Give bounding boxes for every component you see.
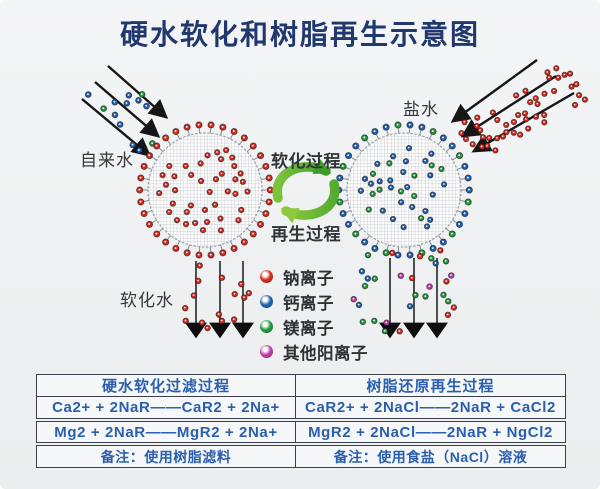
cycle-arrows: [272, 158, 340, 224]
sodium-ion-swatch: [260, 270, 273, 283]
regeneration-cycle-arrow: [280, 179, 340, 224]
table-row-magnesium-equation: Mg2 + 2NaR——MgR2 + 2Na+ MgR2 + 2NaCl——2N…: [36, 421, 566, 443]
equation-ca-regeneration: CaR2+ + 2NaCl——2NaR + CaCl2: [295, 396, 566, 419]
left-resin-sphere: [136, 121, 274, 259]
table-note-row: 备注：使用树脂滤料 备注：使用食盐（NaCl）溶液: [36, 445, 566, 468]
legend-item-sodium: 钠离子: [260, 264, 368, 289]
equation-mg-softening: Mg2 + 2NaR——MgR2 + 2Na+: [36, 421, 296, 443]
left-sphere-inner-ions: [156, 147, 251, 234]
right-sphere-inner-ions: [357, 144, 448, 231]
softening-cycle-arrow: [272, 158, 332, 203]
label-regeneration-process: 再生过程: [271, 225, 341, 244]
note-regeneration: 备注：使用食盐（NaCl）溶液: [295, 445, 566, 468]
equation-ca-softening: Ca2+ + 2NaR——CaR2 + 2Na+: [36, 396, 296, 419]
tap-water-ion-dots: [84, 91, 156, 154]
right-sphere-surface-ions: [335, 121, 473, 259]
legend-item-magnesium: 镁离子: [260, 314, 368, 339]
label-tap-water: 自来水: [80, 151, 134, 170]
label-softened-water: 软化水: [120, 291, 174, 310]
page-title: 硬水软化和树脂再生示意图: [119, 19, 480, 50]
table-header-softening: 硬水软化过滤过程: [36, 374, 296, 397]
magnesium-ion-swatch: [260, 320, 273, 333]
legend-item-other: 其他阳离子: [260, 339, 368, 364]
table-header-regeneration: 树脂还原再生过程: [295, 374, 566, 397]
label-softening-process: 软化过程: [271, 152, 341, 171]
legend-item-calcium: 钙离子: [260, 289, 368, 314]
process-comparison-table: 硬水软化过滤过程 树脂还原再生过程 Ca2+ + 2NaR——CaR2 + 2N…: [36, 374, 566, 468]
ion-legend: 钠离子 钙离子 镁离子 其他阳离子: [260, 264, 368, 364]
legend-item-label: 镁离子: [283, 319, 334, 338]
table-row-calcium-equation: Ca2+ + 2NaR——CaR2 + 2Na+ CaR2+ + 2NaCl——…: [36, 396, 566, 419]
label-salt-water: 盐水: [403, 100, 439, 119]
legend-item-label: 其他阳离子: [283, 344, 368, 363]
table-header-row: 硬水软化过滤过程 树脂还原再生过程: [36, 374, 566, 397]
right-resin-sphere: [335, 121, 473, 259]
tap-water-arrows: [81, 65, 169, 157]
calcium-ion-swatch: [260, 295, 273, 308]
salt-water-ion-dots: [458, 65, 589, 154]
softened-water-ion-dots: [181, 262, 253, 332]
equation-mg-regeneration: MgR2 + 2NaCl——2NaR + NgCl2: [295, 421, 566, 443]
other-cation-swatch: [260, 345, 273, 358]
note-softening: 备注：使用树脂滤料: [36, 445, 296, 468]
legend-item-label: 钙离子: [283, 294, 334, 313]
left-sphere-surface-ions: [136, 121, 274, 259]
salt-water-arrows: [450, 59, 575, 153]
waste-water-ion-dots: [350, 247, 458, 335]
legend-item-label: 钠离子: [283, 269, 334, 288]
